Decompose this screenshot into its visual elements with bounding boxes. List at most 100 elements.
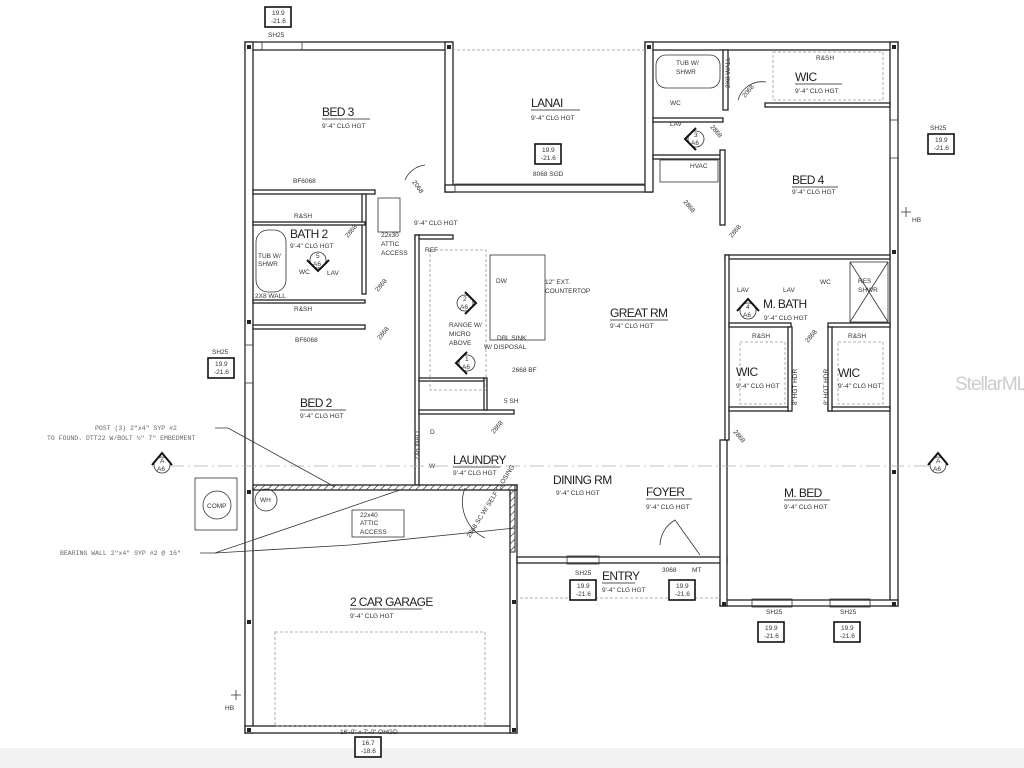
svg-text:-21.6: -21.6 — [214, 369, 229, 376]
post-note-2: TO FOUND. DTT22 W/BOLT ½" 7" EMBEDMENT — [47, 434, 195, 442]
section-marker: AA6 — [151, 451, 173, 474]
svg-text:-21.6: -21.6 — [576, 591, 591, 598]
svg-text:5: 5 — [316, 253, 320, 260]
svg-text:9'-4" CLG HGT: 9'-4" CLG HGT — [300, 413, 344, 420]
section-marker: 3A6 — [683, 127, 705, 151]
room-labels: BED 3 9'-4" CLG HGT LANAI 9'-4" CLG HGT … — [290, 70, 882, 620]
svg-text:SH25: SH25 — [840, 609, 857, 616]
svg-text:LAV: LAV — [327, 270, 339, 277]
svg-text:A6: A6 — [743, 312, 751, 319]
svg-text:9'-4" CLG HGT: 9'-4" CLG HGT — [322, 123, 366, 130]
svg-text:SH25: SH25 — [268, 32, 285, 39]
svg-text:COUNTERTOP: COUNTERTOP — [545, 288, 590, 295]
room-garage: 2 CAR GARAGE — [350, 595, 433, 609]
room-wic: WIC — [736, 365, 758, 379]
room-foyer: FOYER — [646, 485, 685, 499]
room-wic: WIC — [838, 366, 860, 380]
svg-text:MICRO: MICRO — [449, 331, 471, 338]
room-lanai: LANAI — [531, 96, 563, 110]
note-leaders — [200, 427, 516, 554]
svg-text:R&SH: R&SH — [752, 333, 770, 340]
window-tag: 19.9-21.6 — [668, 579, 696, 601]
svg-text:-21.6: -21.6 — [271, 18, 286, 25]
room-bed4: BED 4 — [792, 173, 825, 187]
wall-posts — [247, 45, 896, 732]
svg-text:8' HGT HDR: 8' HGT HDR — [823, 369, 830, 405]
svg-text:SHWR: SHWR — [676, 69, 696, 76]
svg-text:9'-4" CLG HGT: 9'-4" CLG HGT — [453, 470, 497, 477]
svg-text:2868: 2868 — [708, 124, 723, 140]
svg-text:WH: WH — [260, 497, 271, 504]
svg-text:D: D — [430, 429, 435, 436]
svg-text:2868: 2868 — [728, 223, 743, 239]
svg-text:W/ DISPOSAL: W/ DISPOSAL — [484, 344, 527, 351]
svg-text:ABOVE: ABOVE — [449, 340, 472, 347]
svg-text:-18.6: -18.6 — [361, 748, 376, 755]
svg-text:A6: A6 — [933, 466, 941, 473]
svg-text:2868: 2868 — [376, 325, 391, 341]
room-laundry: LAUNDRY — [453, 453, 507, 467]
svg-text:4: 4 — [746, 304, 750, 311]
svg-text:SHWR: SHWR — [858, 287, 878, 294]
svg-text:9'-4" CLG HGT: 9'-4" CLG HGT — [610, 323, 654, 330]
svg-text:-21.6: -21.6 — [764, 633, 779, 640]
svg-text:WC: WC — [670, 100, 681, 107]
svg-text:A: A — [160, 458, 165, 465]
svg-text:2868: 2868 — [731, 429, 746, 445]
svg-text:19.9: 19.9 — [765, 625, 778, 632]
svg-text:ACCESS: ACCESS — [381, 250, 408, 257]
hose-bib-icons — [231, 207, 911, 700]
svg-text:W: W — [429, 463, 436, 470]
svg-text:A6: A6 — [460, 304, 468, 311]
svg-text:16'-0" x 7'-0" OHGD: 16'-0" x 7'-0" OHGD — [340, 729, 398, 736]
svg-text:19.9: 19.9 — [577, 583, 590, 590]
svg-text:9'-4" CLG HGT: 9'-4" CLG HGT — [531, 115, 575, 122]
svg-text:22x40: 22x40 — [360, 512, 378, 519]
section-marker: AA6 — [927, 451, 949, 474]
svg-text:2X8 WALL: 2X8 WALL — [255, 293, 286, 300]
svg-text:COMP: COMP — [207, 503, 227, 510]
svg-text:16.7: 16.7 — [362, 740, 375, 747]
svg-text:9'-4" CLG HGT: 9'-4" CLG HGT — [350, 613, 394, 620]
svg-text:R&SH: R&SH — [294, 306, 312, 313]
svg-text:DBL SINK: DBL SINK — [497, 335, 527, 342]
section-marker: 1A6 — [454, 351, 476, 375]
svg-text:A: A — [936, 458, 941, 465]
svg-text:9'-4" CLG HGT: 9'-4" CLG HGT — [838, 383, 882, 390]
svg-text:LAV: LAV — [670, 121, 682, 128]
svg-text:3: 3 — [694, 132, 698, 139]
svg-text:19.9: 19.9 — [542, 147, 555, 154]
svg-text:2X6 WALL: 2X6 WALL — [414, 429, 421, 460]
room-bed2: BED 2 — [300, 396, 333, 410]
svg-text:2068: 2068 — [410, 179, 424, 195]
svg-text:HB: HB — [912, 217, 921, 224]
svg-text:SHWR: SHWR — [258, 261, 278, 268]
svg-text:9'-4" CLG HGT: 9'-4" CLG HGT — [764, 315, 808, 322]
svg-text:19.9: 19.9 — [272, 10, 285, 17]
svg-text:2: 2 — [463, 296, 467, 303]
svg-text:3068: 3068 — [662, 567, 677, 574]
svg-text:DW: DW — [496, 278, 508, 285]
svg-text:-21.6: -21.6 — [675, 591, 690, 598]
svg-text:2668 BF: 2668 BF — [512, 367, 537, 374]
room-bath2: BATH 2 — [290, 227, 328, 241]
walls — [244, 41, 899, 734]
window-tag: 16.7-18.6 — [354, 736, 382, 758]
svg-text:9'-4" CLG HGT: 9'-4" CLG HGT — [290, 243, 334, 250]
bottom-margin — [0, 748, 1024, 768]
section-marker: 4A6 — [736, 297, 760, 320]
watermark-logo: StellarMLS — [955, 374, 1024, 395]
svg-text:LAV: LAV — [783, 287, 795, 294]
svg-text:R&SH: R&SH — [816, 55, 834, 62]
svg-text:5 SH: 5 SH — [504, 398, 519, 405]
room-wic: WIC — [795, 70, 817, 84]
svg-text:9'-4" CLG HGT: 9'-4" CLG HGT — [646, 504, 690, 511]
svg-text:RANGE W/: RANGE W/ — [449, 322, 482, 329]
svg-text:LAV: LAV — [737, 287, 749, 294]
svg-text:2868: 2868 — [374, 277, 389, 293]
